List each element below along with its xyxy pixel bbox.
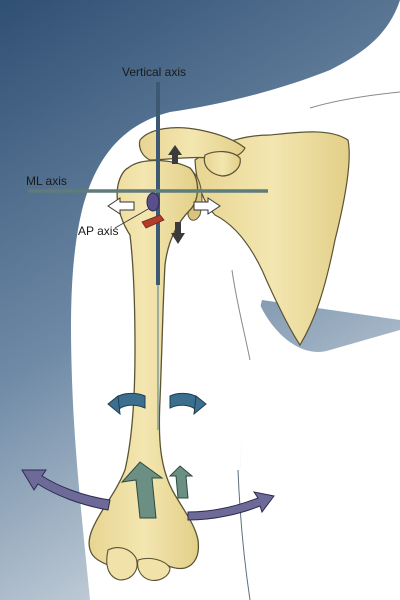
skin-contour [237,469,251,600]
arrow-up-icon [168,145,182,164]
ap-axis-marker [141,214,165,229]
humerus-trochlea [137,557,171,581]
ml-axis-label: ML axis [26,174,67,188]
arrow-right-icon [193,197,221,215]
rotation-arrow-icon [107,392,207,416]
skin-fold-line-2 [231,269,251,361]
coracoid [203,151,241,177]
ap-axis-label: AP axis [78,224,119,238]
pivot-marker [146,192,160,212]
arrow-down-icon [171,222,185,244]
translation-arrow-icon [120,461,194,519]
ap-axis-leader [114,207,151,229]
curved-arrow-icon [21,469,275,521]
humerus-condyle [106,547,138,581]
vertical-axis-label: Vertical axis [122,65,187,79]
arrow-left-icon [107,197,135,215]
arm-silhouette [236,0,400,600]
skin-fold-line [309,91,400,109]
scapula [194,131,350,347]
